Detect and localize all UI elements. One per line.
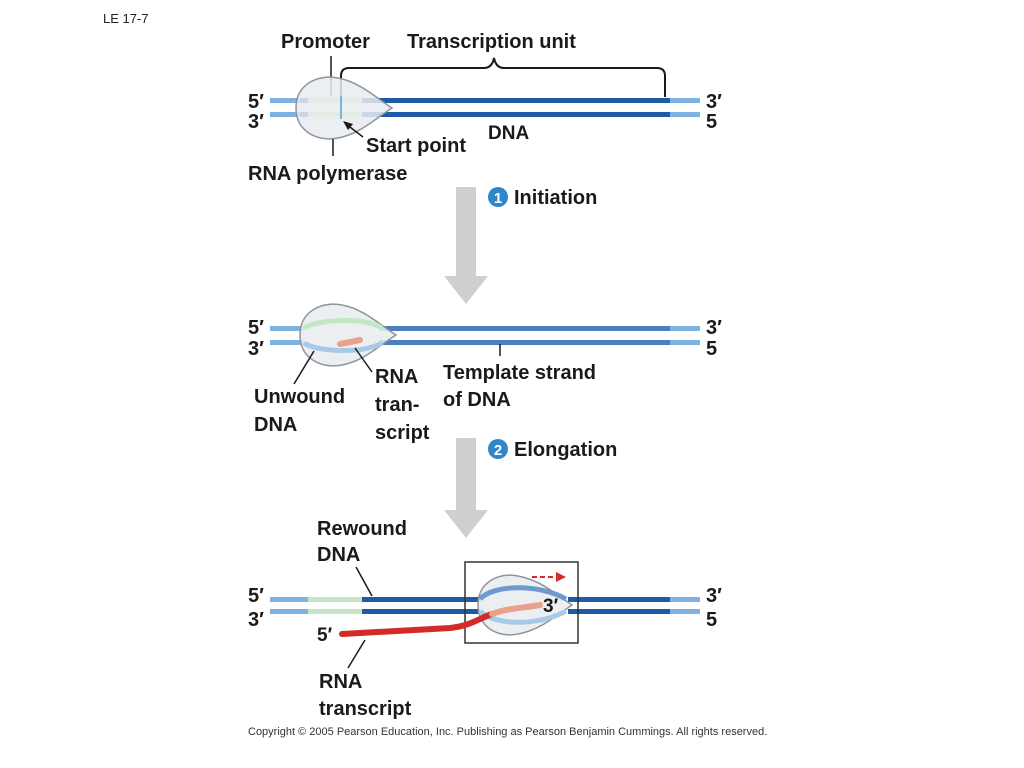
step-1-arrow bbox=[444, 187, 488, 304]
step-2-number: 2 bbox=[494, 442, 502, 459]
stage-3: Rewound DNA 5′ 3′ bbox=[248, 518, 722, 720]
step-2: 2 Elongation bbox=[444, 438, 617, 538]
rna-polymerase-label: RNA polymerase bbox=[248, 163, 407, 185]
dna3-5prime-left: 5′ bbox=[248, 585, 264, 607]
template-strand-label-line2: of DNA bbox=[443, 389, 511, 411]
rna-transcript-label-line1: RNA bbox=[319, 671, 362, 693]
rna-transcript-in-bubble bbox=[489, 602, 543, 617]
start-point-label: Start point bbox=[366, 135, 466, 157]
dna2-3prime-right: 3′ bbox=[706, 317, 722, 339]
rna-3prime-end: 3′ bbox=[543, 596, 559, 617]
rna-polymerase-1 bbox=[295, 76, 394, 140]
start-point-arrowhead bbox=[343, 121, 353, 130]
step-2-label: Elongation bbox=[514, 439, 617, 461]
rna-transcript-label-line2: transcript bbox=[319, 698, 412, 720]
step-2-arrow bbox=[444, 438, 488, 538]
rewound-dna-label-line1: Rewound bbox=[317, 518, 407, 540]
rna-transcript-leader bbox=[354, 347, 373, 373]
unwound-bottom-strand bbox=[302, 340, 384, 353]
dna3-3prime-right: 3′ bbox=[706, 585, 722, 607]
elongation-complex-box bbox=[464, 561, 579, 644]
copyright-text: Copyright © 2005 Pearson Education, Inc.… bbox=[248, 726, 767, 738]
step-1-number: 1 bbox=[494, 190, 502, 207]
unwound-top-strand bbox=[302, 318, 384, 331]
transcription-unit-label: Transcription unit bbox=[407, 31, 576, 53]
direction-arrowhead bbox=[556, 572, 566, 582]
rewound-dna-leader bbox=[355, 566, 373, 597]
step-1-label: Initiation bbox=[514, 187, 597, 209]
rna-transcript-label-line3: script bbox=[375, 422, 430, 444]
dna2-5prime-left: 5′ bbox=[248, 317, 264, 339]
rna-polymerase-2 bbox=[299, 303, 398, 367]
dna-duplex-2 bbox=[270, 326, 700, 345]
unwound-dna-leader bbox=[293, 350, 315, 385]
step-1: 1 Initiation bbox=[444, 187, 597, 304]
rna-transcript-leader-3 bbox=[347, 639, 366, 669]
promoter-label: Promoter bbox=[281, 31, 370, 53]
step-2-badge bbox=[488, 439, 508, 459]
step-1-badge bbox=[488, 187, 508, 207]
dna-label: DNA bbox=[488, 123, 529, 144]
unwound-dna-label-line2: DNA bbox=[254, 414, 297, 436]
dna1-5-right: 5 bbox=[706, 111, 717, 133]
dna1-5prime-left: 5′ bbox=[248, 91, 264, 113]
dna1-3prime-right: 3′ bbox=[706, 91, 722, 113]
dna2-3prime-left: 3′ bbox=[248, 338, 264, 360]
dna3-5-right: 5 bbox=[706, 609, 717, 631]
bubble-top-strand bbox=[478, 585, 568, 602]
rna-transcript-label-line2: tran- bbox=[375, 394, 419, 416]
dna-duplex-3 bbox=[270, 597, 700, 614]
dna2-5-right: 5 bbox=[706, 338, 717, 360]
rna-transcript-label-line1: RNA bbox=[375, 366, 418, 388]
dna1-3prime-left: 3′ bbox=[248, 111, 264, 133]
stage-2: 5′ 3′ 3′ 5 Unwound DNA RNA tran- script … bbox=[248, 303, 722, 444]
unwound-dna-label-line1: Unwound bbox=[254, 386, 345, 408]
template-strand-label-line1: Template strand bbox=[443, 362, 596, 384]
rewound-dna-label-line2: DNA bbox=[317, 544, 360, 566]
transcription-unit-bracket bbox=[340, 57, 666, 97]
rna-5prime-end: 5′ bbox=[317, 625, 333, 646]
slide-id: LE 17-7 bbox=[103, 11, 149, 26]
rna-transcript-short bbox=[337, 337, 363, 347]
dna3-3prime-left: 3′ bbox=[248, 609, 264, 631]
stage-1: Promoter Transcription unit 5′ 3′ 3′ 5 D… bbox=[248, 31, 722, 185]
rna-transcript-long bbox=[339, 611, 495, 637]
